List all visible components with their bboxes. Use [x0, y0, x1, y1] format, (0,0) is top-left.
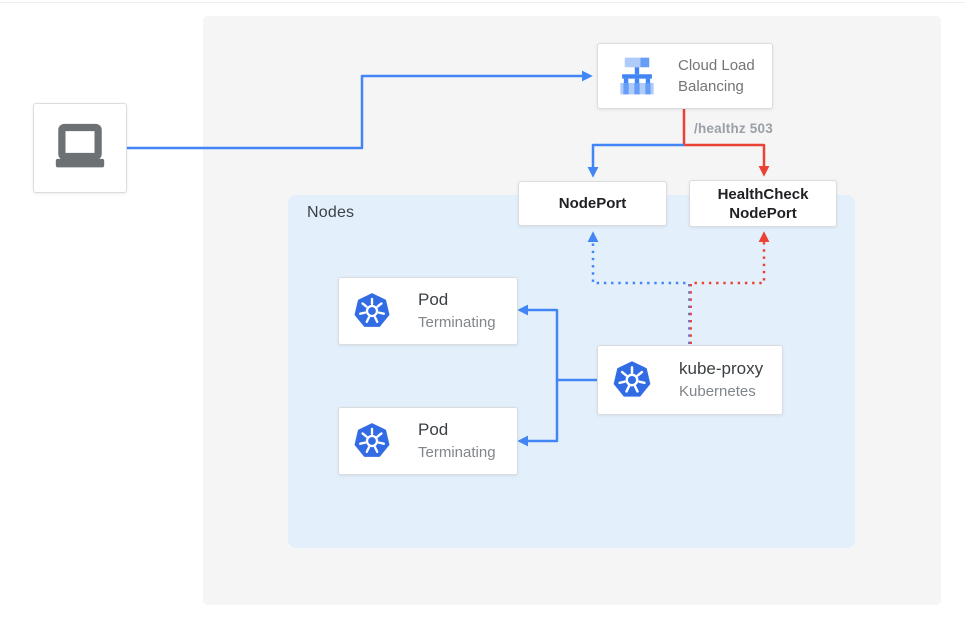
nodes-region-label: Nodes	[307, 204, 355, 221]
cloud-load-balancing-label: Cloud Load Balancing	[678, 57, 755, 95]
client-node	[33, 103, 127, 193]
kubernetes-icon	[352, 421, 392, 461]
cloud-load-balancing-node: Cloud Load Balancing	[597, 43, 773, 109]
nodeport-label: NodePort	[558, 195, 627, 212]
healthcheck-nodeport-label: HealthCheck NodePort	[717, 185, 809, 222]
kube-proxy-node: kube-proxy Kubernetes	[597, 345, 783, 415]
pod-node-2: Pod Terminating	[338, 407, 518, 475]
load-balancer-icon	[616, 55, 658, 97]
pod-node-1: Pod Terminating	[338, 277, 518, 345]
kubernetes-icon	[611, 359, 653, 401]
kube-proxy-label: kube-proxy Kubernetes	[679, 359, 764, 400]
pod-label: Pod Terminating	[418, 420, 496, 461]
healthz-503-label: /healthz 503	[694, 121, 773, 136]
kubernetes-icon	[352, 291, 392, 331]
pod-label: Pod Terminating	[418, 290, 496, 331]
page-top-divider	[0, 2, 965, 3]
nodeport-node: NodePort	[518, 181, 667, 226]
healthcheck-nodeport-node: HealthCheck NodePort	[689, 180, 837, 227]
laptop-icon	[51, 119, 109, 177]
